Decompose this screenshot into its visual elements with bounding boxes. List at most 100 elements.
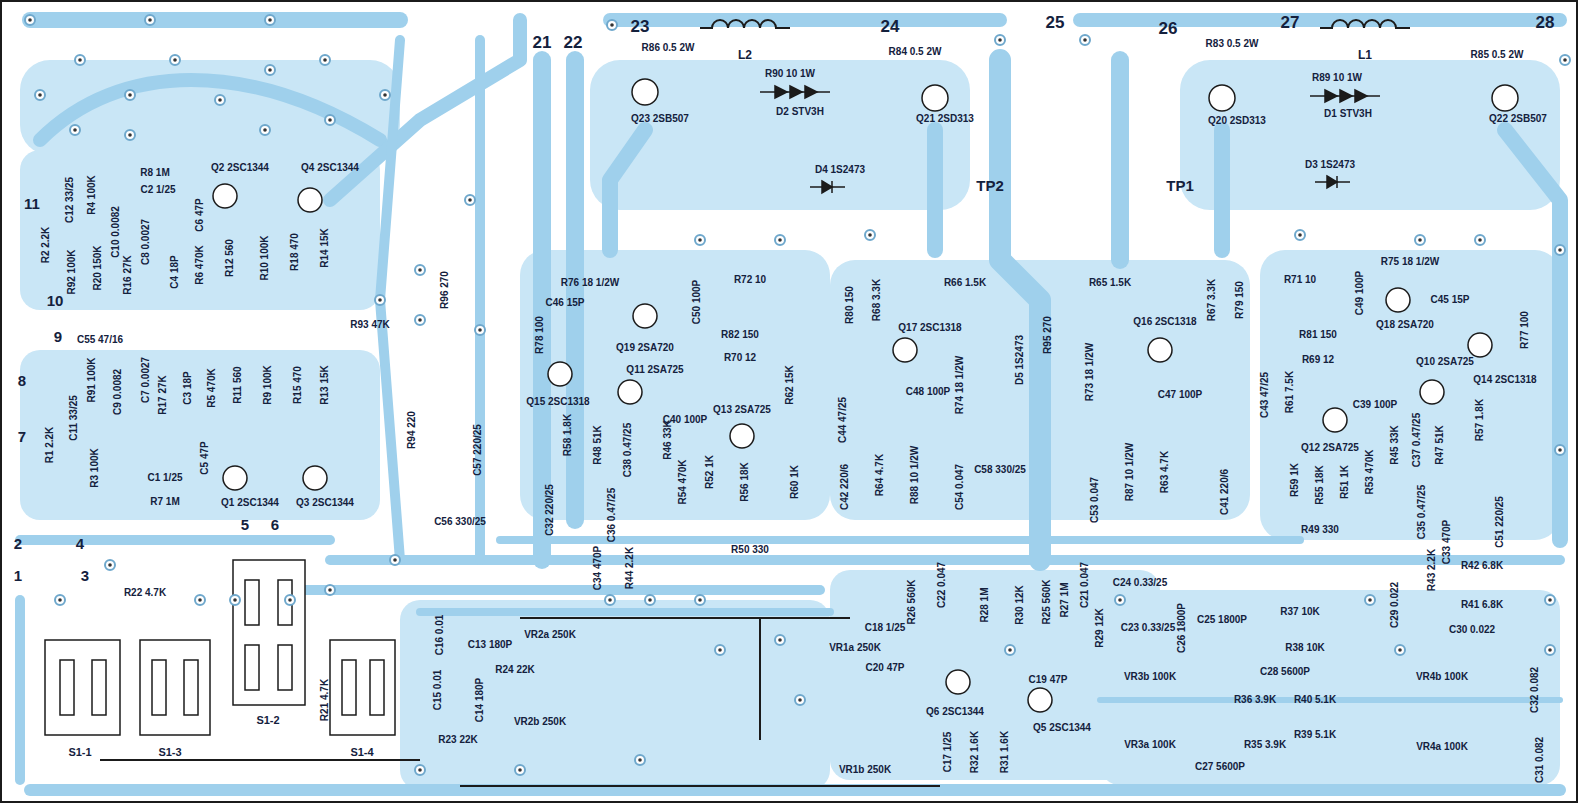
pin-number: 24 xyxy=(881,18,900,35)
pin-number: 10 xyxy=(47,293,64,308)
component-label: R48 51K xyxy=(593,425,603,464)
component-label: Q20 2SD313 xyxy=(1208,116,1266,126)
component-label: C18 1/25 xyxy=(865,623,906,633)
component-label: R22 4.7K xyxy=(124,588,166,598)
pad-hole xyxy=(1083,38,1087,42)
component-label: C48 100P xyxy=(906,387,950,397)
component-label: R11 560 xyxy=(233,366,243,403)
solder-pad xyxy=(775,235,785,245)
component-label: R55 18K xyxy=(1315,465,1325,504)
diode-symbols xyxy=(760,86,1380,193)
component-label: R44 2.2K xyxy=(625,547,635,589)
pad-hole xyxy=(198,598,202,602)
component-label: R69 12 xyxy=(1302,355,1334,365)
component-label: VR4b 100K xyxy=(1416,672,1468,682)
pad-hole xyxy=(1558,248,1562,252)
component-label: R65 1.5K xyxy=(1089,278,1131,288)
component-label: Q3 2SC1344 xyxy=(296,498,354,508)
component-label: Q23 2SB507 xyxy=(631,114,689,124)
component-label: C35 0.47/25 xyxy=(1417,485,1427,540)
solder-pad xyxy=(695,595,705,605)
component-label: R28 1M xyxy=(980,587,990,622)
jumper-wires xyxy=(100,618,940,786)
component-label: C38 0.47/25 xyxy=(623,423,633,478)
component-label: R96 270 xyxy=(440,271,450,309)
solder-pad xyxy=(1545,595,1555,605)
component-label: R67 3.3K xyxy=(1207,279,1217,321)
component-label: R30 12K xyxy=(1015,585,1025,624)
component-label: S1-2 xyxy=(256,715,279,726)
pin-number: 8 xyxy=(18,373,26,388)
pad-hole xyxy=(1418,238,1422,242)
component-label: C32 220/25 xyxy=(545,484,555,536)
component-label: R49 330 xyxy=(1301,525,1339,535)
component-label: C14 180P xyxy=(475,678,485,722)
component-label: R84 0.5 2W xyxy=(889,47,942,57)
pin-number: 28 xyxy=(1536,14,1555,31)
solder-pad xyxy=(320,55,330,65)
solder-pad xyxy=(695,235,705,245)
component-label: C49 100P xyxy=(1355,271,1365,315)
pad-hole xyxy=(608,598,612,602)
pad-hole xyxy=(698,238,702,242)
component-label: R59 1K xyxy=(1290,463,1300,497)
component-label: R63 4.7K xyxy=(1160,451,1170,493)
copper-areas xyxy=(20,60,1560,790)
component-label: R57 1.8K xyxy=(1475,399,1485,441)
component-label: Q5 2SC1344 xyxy=(1033,723,1091,733)
component-label: Q13 2SA725 xyxy=(713,405,771,415)
component-label: R82 150 xyxy=(721,330,759,340)
component-label: R94 220 xyxy=(407,411,417,449)
pad-hole xyxy=(1398,648,1402,652)
pad-hole xyxy=(108,563,112,567)
pad-hole xyxy=(718,648,722,652)
pad-hole xyxy=(128,133,132,137)
component-label: R26 560K xyxy=(907,579,917,624)
component-label: R36 3.9K xyxy=(1234,695,1276,705)
pad-hole xyxy=(38,93,42,97)
component-label: C54 0.047 xyxy=(955,464,965,510)
component-label: C45 15P xyxy=(1431,295,1470,305)
solder-pad xyxy=(380,90,390,100)
component-label: C23 0.33/25 xyxy=(1121,623,1176,633)
component-label: Q18 2SA720 xyxy=(1376,320,1434,330)
component-label: R91 100K xyxy=(87,357,97,402)
solder-pad xyxy=(465,195,475,205)
solder-pad xyxy=(1365,595,1375,605)
pin-number: 5 xyxy=(241,517,249,532)
pad-hole xyxy=(268,18,272,22)
component-label: Q11 2SA725 xyxy=(626,365,683,375)
pad-hole xyxy=(638,758,642,762)
solder-pad xyxy=(415,765,425,775)
pin-number: 27 xyxy=(1281,14,1300,31)
pin-number: 25 xyxy=(1046,14,1065,31)
solder-pad xyxy=(230,595,240,605)
component-label: R56 18K xyxy=(740,462,750,501)
pad-hole xyxy=(478,328,482,332)
component-label: R21 4.7K xyxy=(320,679,330,721)
pad-hole xyxy=(518,768,522,772)
component-label: L1 xyxy=(1358,49,1372,61)
copper-traces xyxy=(20,20,1560,790)
solder-pad xyxy=(125,90,135,100)
component-label: C43 47/25 xyxy=(1260,372,1270,418)
solder-pad xyxy=(25,15,35,25)
component-label: VR1a 250K xyxy=(829,643,881,653)
component-label: Q19 2SA720 xyxy=(616,343,674,353)
component-label: R50 330 xyxy=(731,545,769,555)
pad-hole xyxy=(1548,648,1552,652)
component-label: C15 0.01 xyxy=(433,670,443,711)
component-label: S1-1 xyxy=(68,747,91,758)
component-label: C2 1/25 xyxy=(140,185,175,195)
component-label: VR1b 250K xyxy=(839,765,891,775)
component-label: C53 0.047 xyxy=(1090,477,1100,523)
component-label: R8 1M xyxy=(140,168,169,178)
component-label: R14 15K xyxy=(320,228,330,267)
solder-pad xyxy=(865,230,875,240)
component-label: C1 1/25 xyxy=(147,473,182,483)
component-label: R73 18 1/2W xyxy=(1085,343,1095,401)
solder-pad xyxy=(1115,595,1125,605)
component-label: R58 1.8K xyxy=(563,414,573,456)
component-label: Q4 2SC1344 xyxy=(301,163,359,173)
